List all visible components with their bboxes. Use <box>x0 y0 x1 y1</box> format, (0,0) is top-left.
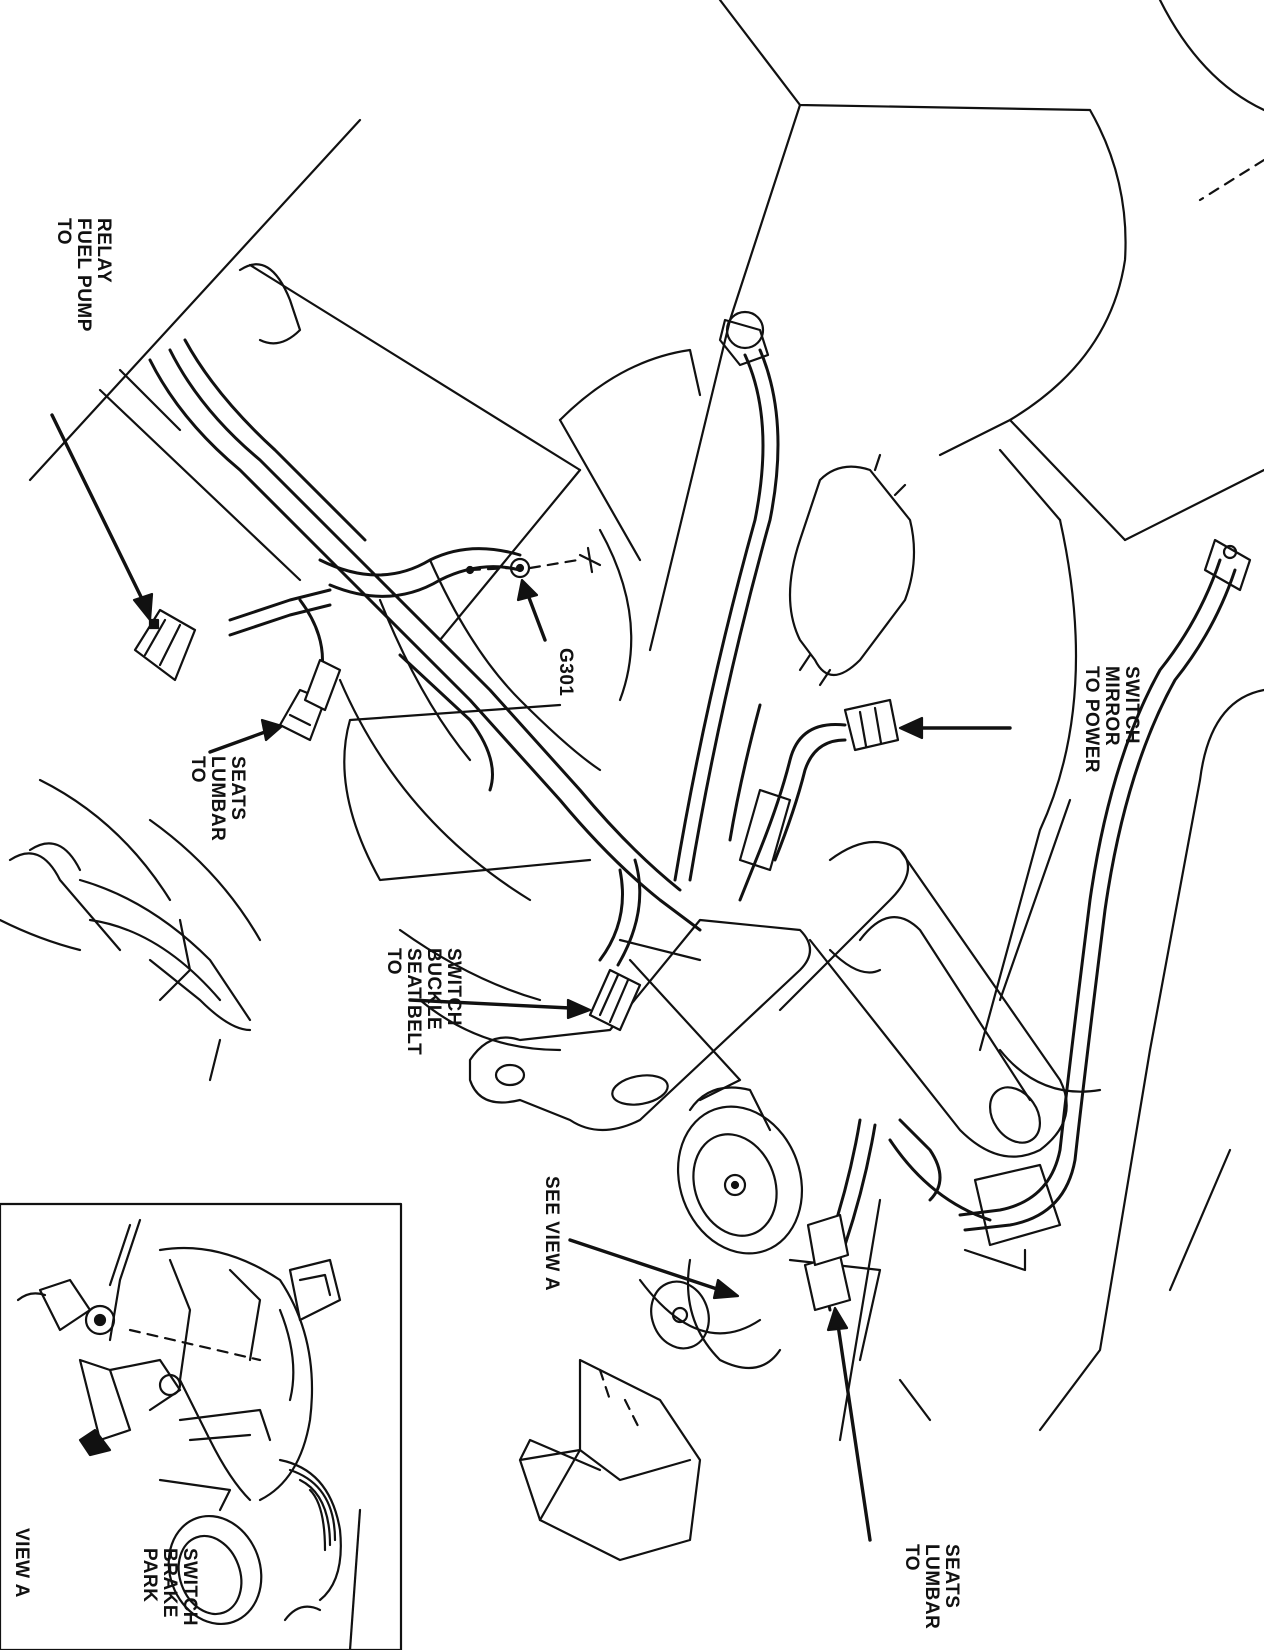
seat-track-rail <box>778 840 1068 1158</box>
svg-text:LUMBAR: LUMBAR <box>207 756 228 841</box>
wire-to-power-mirror <box>728 703 847 902</box>
svg-text:SEATS: SEATS <box>227 756 248 820</box>
svg-text:SWITCH: SWITCH <box>179 1548 200 1626</box>
ground-g301-stud <box>465 546 602 579</box>
svg-text:SEE VIEW A: SEE VIEW A <box>541 1176 562 1291</box>
right-side-wire <box>888 538 1252 1272</box>
bracket-hole <box>494 1063 526 1087</box>
svg-text:MIRROR: MIRROR <box>1101 666 1122 746</box>
label-to-lumbar-seats-left: TO LUMBAR SEATS <box>187 756 248 841</box>
wire-to-upper-connector <box>673 310 780 882</box>
svg-text:FUEL PUMP: FUEL PUMP <box>73 218 94 332</box>
label-to-seat-belt-buckle-switch: TO SEAT BELT BUCKLE SWITCH <box>383 948 464 1055</box>
svg-text:SWITCH: SWITCH <box>443 948 464 1026</box>
leader-arrows <box>50 413 1012 1547</box>
control-module-box <box>518 1358 702 1562</box>
svg-text:BUCKLE: BUCKLE <box>423 948 444 1030</box>
harness-clip-detail <box>0 778 262 1082</box>
svg-text:SEAT BELT: SEAT BELT <box>403 948 424 1055</box>
svg-text:PARK: PARK <box>139 1548 160 1602</box>
power-mirror-connector <box>843 698 900 752</box>
svg-text:BRAKE: BRAKE <box>159 1548 180 1618</box>
svg-text:LUMBAR: LUMBAR <box>921 1544 942 1629</box>
label-park-brake-switch: PARK BRAKE SWITCH <box>139 1548 200 1626</box>
label-to-lumbar-seats-right: TO LUMBAR SEATS <box>901 1544 962 1629</box>
svg-text:TO: TO <box>383 948 404 975</box>
label-to-power-mirror-switch: TO POWER MIRROR SWITCH <box>1081 666 1142 773</box>
view-a-inset <box>0 1202 403 1650</box>
svg-text:TO: TO <box>53 218 74 245</box>
label-g301: G301 <box>555 648 576 696</box>
label-to-fuel-pump-relay: TO FUEL PUMP RELAY <box>53 218 114 332</box>
label-view-a: VIEW A <box>11 1528 32 1598</box>
seat-belt-buckle-connector <box>588 968 642 1032</box>
seat-cushion-pad <box>788 453 916 687</box>
svg-text:G301: G301 <box>555 648 576 696</box>
lumbar-seats-left-connector <box>278 658 342 742</box>
lumbar-seats-right-connector <box>803 1213 852 1312</box>
floor-console <box>338 558 602 1052</box>
main-wire-harness <box>148 338 702 967</box>
svg-text:RELAY: RELAY <box>93 218 114 283</box>
svg-text:TO: TO <box>901 1544 922 1571</box>
label-see-view-a: SEE VIEW A <box>541 1176 562 1291</box>
fuel-pump-relay-connector <box>133 608 197 682</box>
svg-text:SEATS: SEATS <box>941 1544 962 1608</box>
svg-text:TO: TO <box>187 756 208 783</box>
svg-text:VIEW A: VIEW A <box>11 1528 32 1598</box>
vehicle-body-outline <box>28 0 1264 1442</box>
harness-bracket <box>468 918 812 1131</box>
svg-text:TO POWER: TO POWER <box>1081 666 1102 773</box>
svg-text:SWITCH: SWITCH <box>1121 666 1142 744</box>
